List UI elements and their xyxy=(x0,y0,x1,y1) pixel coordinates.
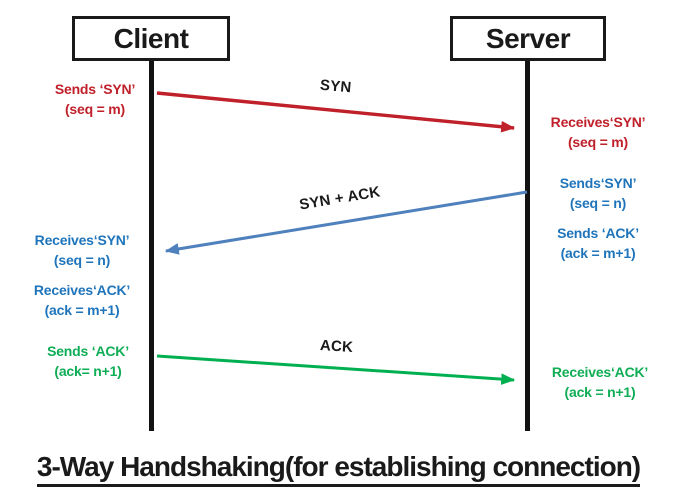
note-line2: (seq = m) xyxy=(64,101,126,117)
client-note-sends-syn: Sends ‘SYN’ (seq = m) xyxy=(29,79,161,119)
note-line1: Receives‘SYN’ xyxy=(34,232,130,248)
note-line1: Receives‘ACK’ xyxy=(33,282,131,298)
client-note-receives-syn: Receives‘SYN’ (seq = n) xyxy=(16,230,148,270)
diagram-title: 3-Way Handshaking(for establishing conne… xyxy=(36,451,641,487)
server-note-receives-syn: Receives‘SYN’ (seq = m) xyxy=(532,112,664,152)
server-actor-box: Server xyxy=(450,16,606,61)
note-line2: (seq = m) xyxy=(567,134,629,150)
server-note-sends-ack: Sends ‘ACK’ (ack = m+1) xyxy=(532,223,664,263)
title-container: 3-Way Handshaking(for establishing conne… xyxy=(0,451,677,487)
note-line2: (ack = n+1) xyxy=(564,384,636,400)
ack-arrow xyxy=(156,354,516,385)
client-lifeline xyxy=(149,61,154,431)
note-line1: Sends ‘ACK’ xyxy=(557,225,639,241)
note-line1: Sends ‘SYN’ xyxy=(54,81,136,97)
server-label: Server xyxy=(485,22,571,54)
ack-arrow-label: ACK xyxy=(319,337,354,356)
syn-arrow xyxy=(156,91,516,133)
note-line2: (ack = m+1) xyxy=(44,302,120,318)
syn-arrow-label: SYN xyxy=(319,76,353,97)
note-line1: Sends‘SYN’ xyxy=(559,175,637,191)
note-line1: Sends ‘ACK’ xyxy=(47,343,129,359)
client-actor-box: Client xyxy=(72,16,230,61)
note-line2: (ack = m+1) xyxy=(560,245,636,261)
client-note-sends-ack: Sends ‘ACK’ (ack= n+1) xyxy=(22,341,154,381)
server-note-receives-ack: Receives‘ACK’ (ack = n+1) xyxy=(534,362,666,402)
server-note-sends-syn: Sends‘SYN’ (seq = n) xyxy=(532,173,664,213)
note-line1: Receives‘ACK’ xyxy=(551,364,649,380)
note-line2: (ack= n+1) xyxy=(54,363,122,379)
note-line2: (seq = n) xyxy=(569,195,627,211)
client-label: Client xyxy=(113,22,189,54)
syn-ack-arrow-label: SYN + ACK xyxy=(298,183,382,214)
client-note-receives-ack: Receives‘ACK’ (ack = m+1) xyxy=(16,280,148,320)
note-line2: (seq = n) xyxy=(53,252,111,268)
note-line1: Receives‘SYN’ xyxy=(550,114,646,130)
server-lifeline xyxy=(525,61,530,431)
